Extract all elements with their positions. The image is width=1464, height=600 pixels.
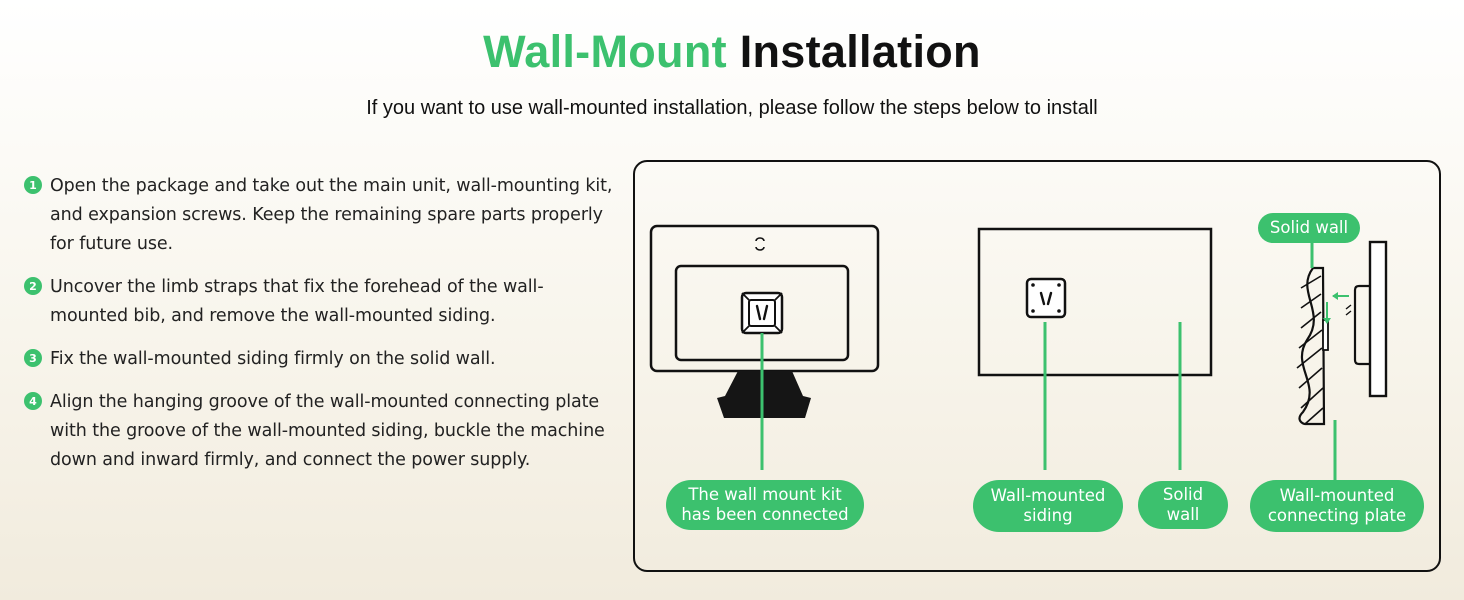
label-plate-line1: Wall-mounted — [1279, 486, 1395, 505]
label-kit-connected-line1: The wall mount kit — [688, 485, 842, 504]
monitor-side — [1368, 240, 1388, 398]
mount-bracket-icon — [740, 291, 784, 335]
page-subtitle: If you want to use wall-mounted installa… — [366, 97, 1098, 119]
step-4-text: Align the hanging groove of the wall-mou… — [50, 392, 605, 470]
step-4-number: 4 — [24, 392, 42, 410]
step-2: 2 Uncover the limb straps that fix the f… — [24, 273, 614, 331]
diagram-panel: The wall mount kit has been connected Wa… — [633, 160, 1441, 572]
step-1-text: Open the package and take out the main u… — [50, 176, 613, 254]
label-connecting-plate: Wall-mounted connecting plate — [1250, 480, 1424, 532]
label-wall-mounted-siding: Wall-mounted siding — [973, 480, 1123, 532]
label-siding-line2: siding — [1023, 506, 1073, 525]
step-3-number: 3 — [24, 349, 42, 367]
label-solid-wall: Solid wall — [1138, 481, 1228, 529]
monitor-back-illustration — [649, 224, 880, 418]
step-1-number: 1 — [24, 176, 42, 194]
label-siding-line1: Wall-mounted — [990, 486, 1106, 505]
wall-cross-section — [1298, 266, 1326, 426]
installation-steps: 1 Open the package and take out the main… — [24, 172, 614, 489]
wall-with-siding-illustration — [977, 227, 1213, 377]
step-3: 3 Fix the wall-mounted siding firmly on … — [24, 345, 614, 374]
connecting-plate-side — [1353, 284, 1370, 366]
title-accent: Wall-Mount — [483, 26, 727, 77]
logo-icon — [755, 237, 765, 251]
page-title: Wall-Mount Installation — [0, 26, 1464, 78]
step-1: 1 Open the package and take out the main… — [24, 172, 614, 259]
step-2-number: 2 — [24, 277, 42, 295]
diagram-illustration — [649, 224, 1388, 480]
move-in-arrow-icon — [1332, 292, 1349, 300]
label-plate-line2: connecting plate — [1267, 506, 1407, 525]
step-3-text: Fix the wall-mounted siding firmly on th… — [50, 349, 496, 369]
monitor-stand — [717, 371, 811, 418]
step-2-text: Uncover the limb straps that fix the for… — [50, 277, 544, 326]
label-kit-connected: The wall mount kit has been connected — [666, 480, 864, 530]
title-rest: Installation — [739, 26, 981, 77]
label-solid-wall-top: Solid wall — [1258, 213, 1360, 243]
step-4: 4 Align the hanging groove of the wall-m… — [24, 388, 614, 475]
label-kit-connected-line2: has been connected — [681, 505, 849, 524]
side-view-illustration — [1296, 240, 1388, 426]
siding-plate — [1322, 319, 1329, 351]
move-down-arrow-icon — [1323, 302, 1331, 324]
